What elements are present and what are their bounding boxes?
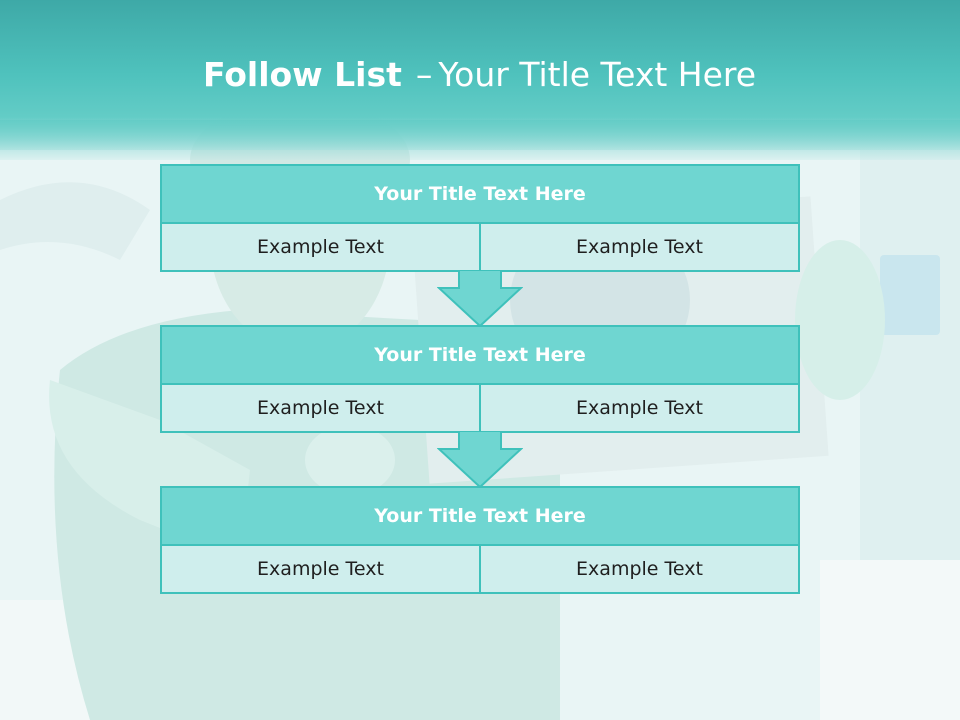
block-cell-right: Example Text — [479, 546, 798, 592]
block-cell-right: Example Text — [479, 385, 798, 431]
slide-title-text: Your Title Text Here — [438, 55, 757, 94]
block-title: Your Title Text Here — [162, 327, 798, 385]
block-cell-left: Example Text — [162, 224, 479, 270]
list-block-1: Your Title Text Here Example Text Exampl… — [160, 164, 800, 272]
title-band-fade — [0, 120, 960, 160]
block-row: Example Text Example Text — [162, 224, 798, 270]
block-cell-left: Example Text — [162, 385, 479, 431]
list-block-2: Your Title Text Here Example Text Exampl… — [160, 325, 800, 433]
block-title: Your Title Text Here — [162, 166, 798, 224]
down-arrow-icon — [437, 270, 523, 328]
block-cell-right: Example Text — [479, 224, 798, 270]
list-block-3: Your Title Text Here Example Text Exampl… — [160, 486, 800, 594]
down-arrow-icon — [437, 431, 523, 489]
block-title: Your Title Text Here — [162, 488, 798, 546]
block-cell-left: Example Text — [162, 546, 479, 592]
slide-title-separator: – — [415, 55, 433, 94]
block-row: Example Text Example Text — [162, 546, 798, 592]
block-row: Example Text Example Text — [162, 385, 798, 431]
slide-title: Follow List–Your Title Text Here — [0, 52, 960, 98]
slide-title-bold: Follow List — [203, 55, 402, 94]
